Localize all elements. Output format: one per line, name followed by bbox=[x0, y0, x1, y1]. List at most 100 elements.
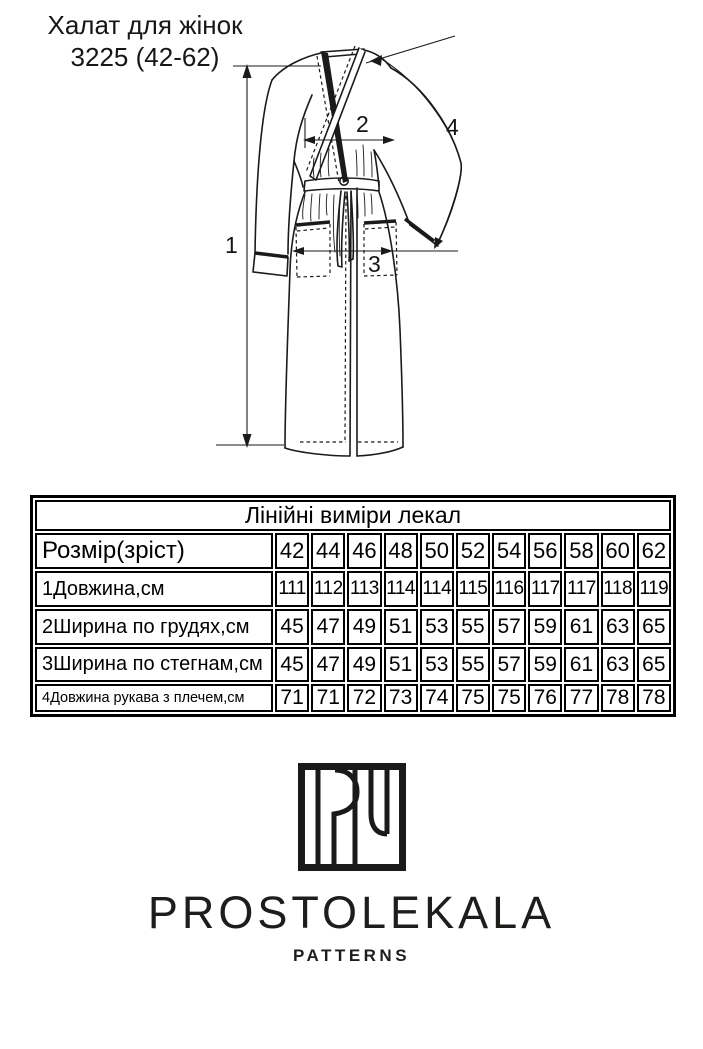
collar-top-line bbox=[320, 48, 365, 53]
right-cuff-band bbox=[403, 217, 436, 243]
measure-label-1: 1 bbox=[225, 232, 238, 258]
collar-left-stitch bbox=[316, 55, 340, 184]
measure-cell: 72 bbox=[347, 684, 382, 712]
measure-cell: 59 bbox=[528, 647, 563, 682]
measure1-arrowhead-top bbox=[242, 64, 252, 78]
size-row-label: Розмір(зріст) bbox=[35, 533, 273, 569]
measure-row-label: 3Ширина по стегнам,см bbox=[35, 647, 273, 682]
monogram-hook bbox=[368, 770, 387, 837]
collar-right-band-fill bbox=[310, 48, 365, 180]
page-title: Халат для жінок 3225 (42-62) bbox=[25, 10, 265, 73]
measure-cell: 78 bbox=[600, 684, 635, 712]
measure-cell: 116 bbox=[492, 571, 527, 607]
table-title-cell: Лінійні виміри лекал bbox=[35, 500, 671, 531]
table-title-row: Лінійні виміри лекал bbox=[35, 500, 671, 531]
measure3-arrowhead-right bbox=[381, 247, 393, 255]
brand-name: PROSTOLEKALA bbox=[147, 887, 556, 938]
measure2-arrowhead-left bbox=[303, 136, 315, 144]
gather-marks bbox=[302, 144, 373, 257]
measure-cell: 119 bbox=[636, 571, 671, 607]
measure-cell: 65 bbox=[636, 647, 671, 682]
measure-cell: 75 bbox=[492, 684, 527, 712]
measure-cell: 57 bbox=[492, 647, 527, 682]
left-shoulder-line bbox=[271, 52, 322, 81]
size-cell: 56 bbox=[528, 533, 563, 569]
measure-row-label: 2Ширина по грудях,см bbox=[35, 609, 273, 645]
measure-cell: 53 bbox=[419, 609, 454, 645]
measure-cell: 73 bbox=[383, 684, 418, 712]
size-cell: 60 bbox=[600, 533, 635, 569]
size-cell: 62 bbox=[636, 533, 671, 569]
front-opening-lines bbox=[349, 187, 358, 457]
measure-cell: 63 bbox=[600, 647, 635, 682]
belt-band bbox=[303, 177, 380, 192]
belt-knot bbox=[338, 176, 349, 187]
title-line-2: 3225 (42-62) bbox=[70, 41, 220, 72]
belt-tie-left bbox=[336, 190, 346, 268]
left-side-lower bbox=[284, 191, 306, 449]
brand-subtitle: PATTERNS bbox=[292, 946, 411, 965]
measure4-arrowhead-bottom bbox=[434, 237, 443, 249]
hem-line bbox=[284, 446, 404, 457]
measure4-arrowhead-top bbox=[370, 55, 382, 66]
measure-cell: 77 bbox=[564, 684, 599, 712]
measure-cell: 55 bbox=[455, 647, 491, 682]
measure-cell: 65 bbox=[636, 609, 671, 645]
measure-cell: 112 bbox=[311, 571, 346, 607]
right-pocket-stitch bbox=[363, 221, 398, 277]
right-sleeve-outer bbox=[390, 67, 463, 246]
measure-cell: 49 bbox=[347, 647, 382, 682]
left-pocket-top bbox=[295, 220, 331, 227]
measure-cell: 49 bbox=[347, 609, 382, 645]
measure-cell: 113 bbox=[347, 571, 382, 607]
measure-label-3: 3 bbox=[368, 251, 381, 277]
front-opening-stitch bbox=[344, 195, 347, 442]
measure-cell: 114 bbox=[419, 571, 454, 607]
left-sleeve-outer bbox=[254, 79, 273, 254]
pl-monogram-icon bbox=[297, 763, 406, 871]
measure-label-4: 4 bbox=[446, 114, 459, 140]
size-cell: 48 bbox=[383, 533, 418, 569]
measure-cell: 53 bbox=[419, 647, 454, 682]
left-cuff-edge bbox=[252, 252, 289, 277]
measure1-arrowhead-bottom bbox=[242, 434, 252, 448]
measure4-line bbox=[379, 57, 462, 245]
size-cell: 46 bbox=[347, 533, 382, 569]
right-pocket-top bbox=[363, 219, 397, 225]
size-cell: 50 bbox=[419, 533, 454, 569]
measure-cell: 114 bbox=[383, 571, 418, 607]
measure-cell: 57 bbox=[492, 609, 527, 645]
measure-cell: 71 bbox=[311, 684, 346, 712]
measure-cell: 51 bbox=[383, 647, 418, 682]
measure-cell: 47 bbox=[311, 609, 346, 645]
measure-label-2: 2 bbox=[356, 111, 369, 137]
robe-technical-drawing: 1 2 3 4 bbox=[216, 35, 463, 457]
measure-cell: 117 bbox=[564, 571, 599, 607]
measure-cell: 118 bbox=[600, 571, 635, 607]
measure-cell: 75 bbox=[455, 684, 491, 712]
measure-cell: 51 bbox=[383, 609, 418, 645]
size-cell: 54 bbox=[492, 533, 527, 569]
measure-cell: 78 bbox=[636, 684, 671, 712]
measure-cell: 47 bbox=[311, 647, 346, 682]
left-sleeve-inner bbox=[287, 160, 295, 255]
measure-cell: 71 bbox=[275, 684, 310, 712]
monogram-frame bbox=[297, 763, 406, 871]
collar-right-stitch bbox=[305, 45, 356, 173]
measure-cell: 45 bbox=[275, 647, 310, 682]
measure-cell: 76 bbox=[528, 684, 563, 712]
measure-cell: 55 bbox=[455, 609, 491, 645]
measure-cell: 61 bbox=[564, 609, 599, 645]
right-sleeve-inner bbox=[373, 149, 411, 226]
belt-tie-right bbox=[346, 190, 355, 262]
measure2-arrowhead-right bbox=[383, 136, 395, 144]
measure-cell: 61 bbox=[564, 647, 599, 682]
measure-row-label: 4Довжина рукава з плечем,см bbox=[35, 684, 273, 712]
measure-cell: 59 bbox=[528, 609, 563, 645]
